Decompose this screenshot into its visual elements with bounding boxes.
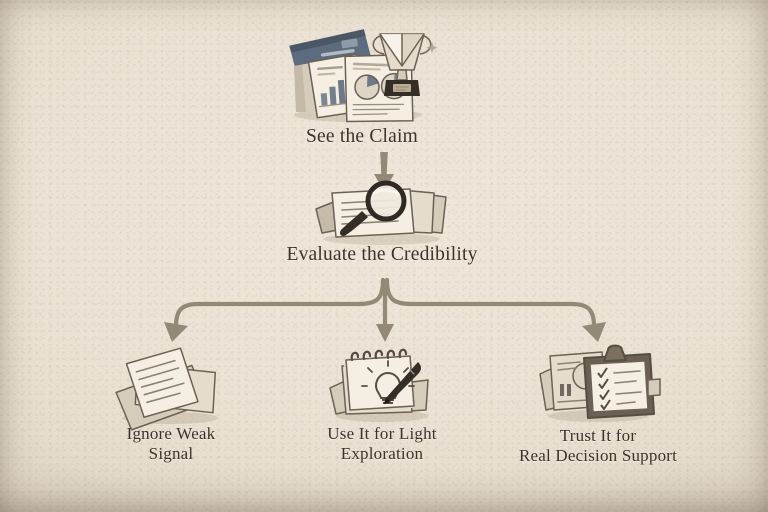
connector-branch-group [150, 277, 620, 350]
notepad-lightbulb-pen-illustration [326, 344, 438, 424]
clipboard-checklist-illustration [536, 340, 661, 424]
branch-left-arrowhead [164, 322, 188, 342]
node-label-ignore-weak-signal: Ignore Weak Signal [61, 424, 281, 464]
magnifying-glass-over-papers-illustration [306, 180, 458, 245]
branch-right-arrowhead [582, 322, 606, 342]
branch-center-arrowhead [376, 324, 394, 342]
node-label-use-it-for-light-exploration: Use It for Light Exploration [258, 424, 506, 464]
scattered-papers-illustration [112, 347, 230, 431]
branch-right-path [384, 277, 597, 329]
branch-left-path [173, 277, 386, 329]
node-label-trust-it-for-real-decision-support: Trust It for Real Decision Support [471, 426, 725, 466]
node-label-evaluate-the-credibility: Evaluate the Credibility [231, 243, 533, 266]
documents-charts-trophy-illustration [282, 22, 442, 123]
node-label-see-the-claim: See the Claim [219, 125, 505, 148]
